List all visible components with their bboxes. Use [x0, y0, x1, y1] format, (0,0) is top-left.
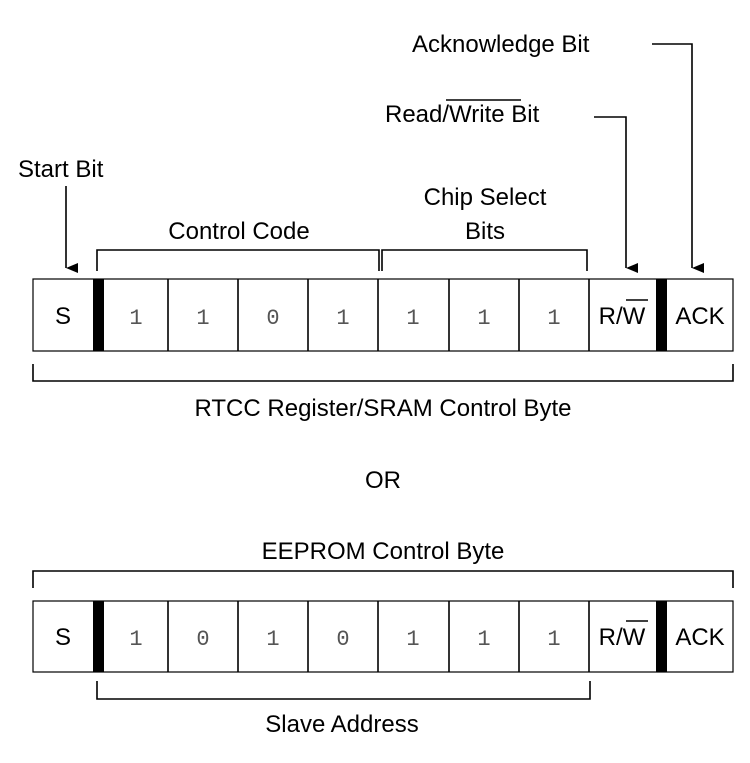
rtcc-rw-w: W: [623, 303, 646, 330]
chip-select-label-line2: Bits: [465, 218, 505, 245]
acknowledge-bit-arrow: [652, 43, 704, 273]
read-write-bit-arrow: [594, 116, 638, 273]
rtcc-bit-cell: 1: [129, 306, 142, 331]
rtcc-control-byte-bracket: [32, 364, 734, 382]
eeprom-ack-cell: ACK: [675, 624, 724, 651]
eeprom-control-byte-bracket: [32, 570, 734, 588]
rtcc-ack-cell: ACK: [675, 303, 724, 330]
eeprom-bit-cell: 1: [406, 627, 419, 652]
or-label: OR: [365, 467, 401, 494]
rtcc-start-cell: S: [55, 303, 71, 330]
eeprom-bit-cell: 1: [547, 627, 560, 652]
rtcc-ack-separator: [656, 279, 667, 351]
eeprom-bit-cell: 1: [266, 627, 279, 652]
eeprom-ack-separator: [656, 601, 667, 672]
chip-select-label-line1: Chip Select: [424, 184, 547, 211]
eeprom-bit-cell: 1: [129, 627, 142, 652]
eeprom-bit-cell: 0: [336, 627, 349, 652]
rtcc-control-byte-row: S 1 1 0 1 1 1 1 R/W ACK: [32, 278, 734, 352]
chip-select-bracket: [381, 249, 588, 271]
eeprom-control-byte-row: S 1 0 1 0 1 1 1 R/W ACK: [32, 600, 734, 673]
slave-address-bracket: [96, 681, 591, 700]
eeprom-rw-w: W: [623, 624, 646, 651]
rtcc-rw-r: R/: [599, 303, 623, 330]
eeprom-start-separator: [93, 601, 104, 672]
rtcc-bit-cell: 1: [336, 306, 349, 331]
eeprom-bit-cell: 1: [477, 627, 490, 652]
rtcc-start-separator: [93, 279, 104, 351]
start-bit-label: Start Bit: [18, 156, 104, 183]
control-code-label: Control Code: [168, 218, 309, 245]
eeprom-bit-cell: 0: [196, 627, 209, 652]
eeprom-rw-r: R/: [599, 624, 623, 651]
read-write-bit-label: Read/Write Bit: [385, 101, 540, 128]
slave-address-label: Slave Address: [265, 711, 418, 738]
rtcc-bit-cell: 1: [477, 306, 490, 331]
rtcc-rw-cell: R/W: [599, 303, 646, 330]
eeprom-control-byte-caption: EEPROM Control Byte: [262, 538, 505, 565]
rtcc-row-outline: [32, 278, 734, 352]
eeprom-start-cell: S: [55, 624, 71, 651]
write-word: Write: [449, 101, 505, 128]
eeprom-rw-cell: R/W: [599, 624, 646, 651]
rtcc-bit-cell: 1: [547, 306, 560, 331]
acknowledge-bit-label: Acknowledge Bit: [412, 31, 590, 58]
eeprom-row-outline: [32, 600, 734, 673]
rtcc-bit-cell: 0: [266, 306, 279, 331]
bit-suffix: Bit: [505, 101, 540, 128]
rtcc-bit-cell: 1: [196, 306, 209, 331]
control-code-bracket: [96, 249, 380, 271]
rtcc-bit-cell: 1: [406, 306, 419, 331]
rtcc-control-byte-caption: RTCC Register/SRAM Control Byte: [195, 395, 572, 422]
read-prefix: Read/: [385, 101, 449, 128]
